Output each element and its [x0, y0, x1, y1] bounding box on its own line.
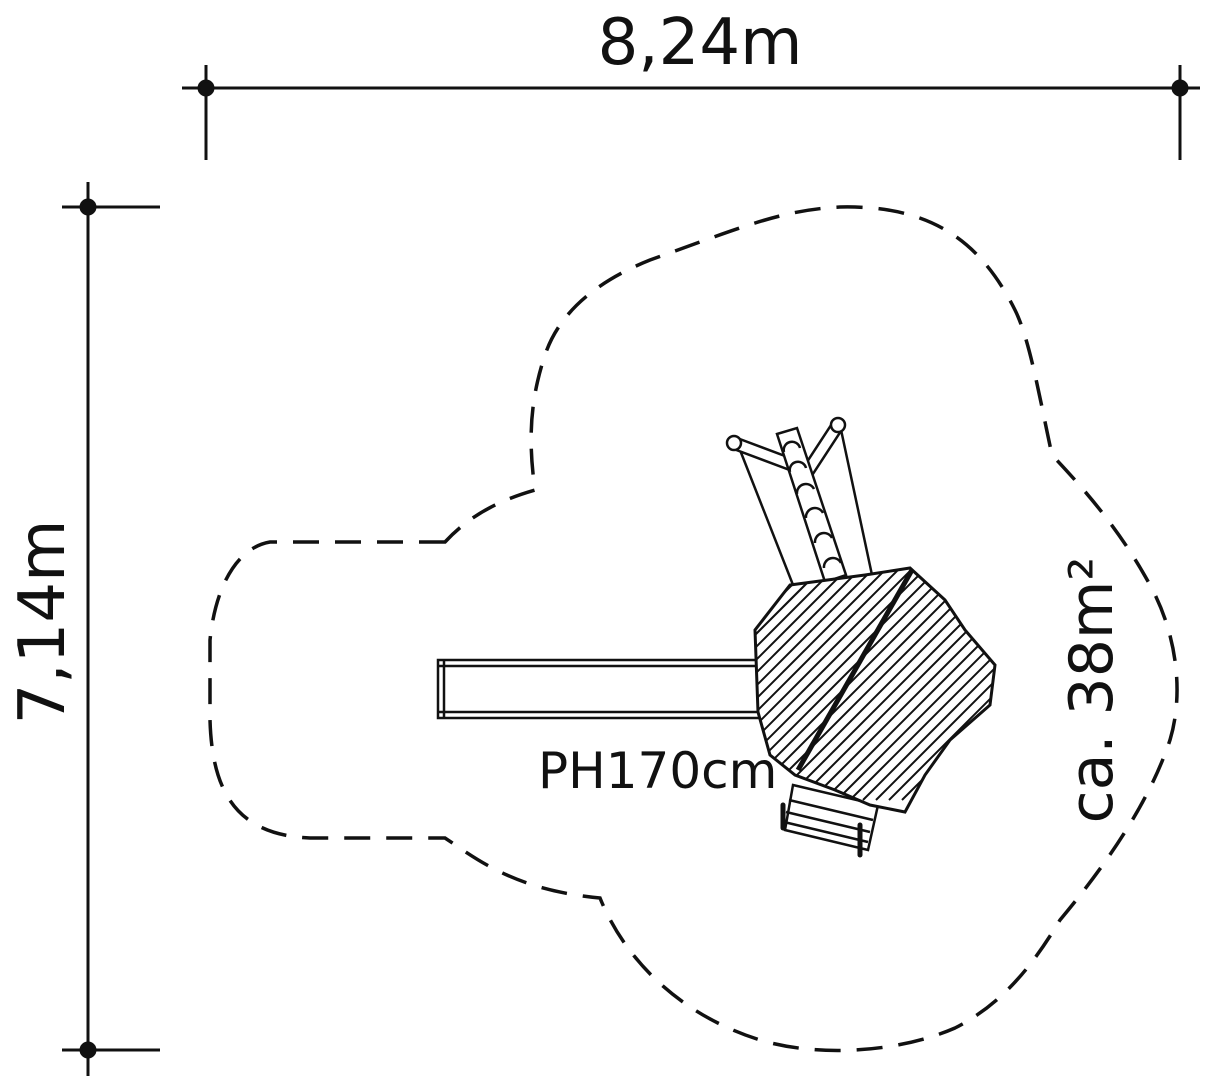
ramp-hold: [813, 531, 834, 544]
hatch-line: [823, 568, 995, 801]
ladder: [780, 783, 880, 858]
ramp-hold: [788, 460, 808, 473]
depth-dimension-label: 7,14m: [6, 520, 80, 725]
slide-chute: [436, 658, 762, 720]
width-dimension-label: 8,24m: [598, 6, 803, 80]
ramp-hold: [804, 506, 825, 519]
handle-bar-right-inner: [801, 420, 843, 479]
platform-fill: [755, 568, 995, 812]
hatch-line: [862, 568, 995, 801]
ramp-support-left: [738, 449, 797, 591]
climbing-ramp: [725, 416, 874, 591]
ramp-hold: [782, 440, 802, 453]
hatch-line: [755, 568, 952, 801]
hatch-line: [849, 568, 995, 801]
slide: [436, 658, 762, 720]
area-label: ca. 38m²: [1057, 557, 1127, 824]
hatch-line: [797, 568, 995, 801]
width-dimension-dot-left: [197, 79, 215, 97]
hatch-line: [755, 568, 926, 801]
width-dimension: [182, 65, 1200, 160]
platform-outline: [753, 566, 997, 814]
hatch-line: [755, 568, 939, 801]
hatch-line: [875, 568, 995, 801]
ladder-frame: [783, 783, 880, 852]
width-dimension-dot-right: [1171, 79, 1189, 97]
safety-area-outline: [208, 205, 1179, 1053]
depth-dimension-dot-top: [79, 198, 97, 216]
handle-bar-left-cap: [725, 434, 743, 452]
hatch-line: [784, 568, 995, 801]
depth-dimension-dot-bottom: [79, 1041, 97, 1059]
ladder-rung: [783, 820, 869, 844]
platform-height-label: PH170cm: [538, 742, 777, 800]
hatch-line: [810, 568, 995, 801]
hatch-line: [771, 568, 995, 801]
platform-divider: [795, 568, 915, 772]
ramp-support-right: [838, 424, 874, 576]
hatch-line: [836, 568, 995, 801]
hatch-line: [888, 568, 995, 801]
ladder-rung: [788, 798, 874, 822]
ramp-hold: [795, 482, 816, 495]
ladder-rung: [785, 810, 871, 834]
handle-bar-right-cap: [829, 416, 847, 434]
depth-dimension: [62, 182, 160, 1076]
ramp-hold: [822, 556, 843, 569]
